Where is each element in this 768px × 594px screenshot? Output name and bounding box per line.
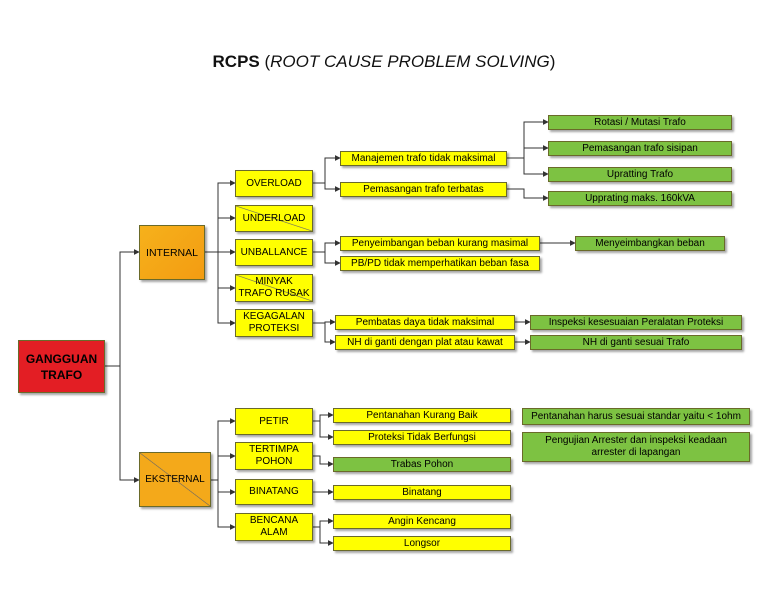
cause-binatang: BINATANG: [235, 479, 313, 505]
reason-pembatas-daya: Pembatas daya tidak maksimal: [335, 315, 515, 330]
solution-menyeimbangkan-beban: Menyeimbangkan beban: [575, 236, 725, 251]
reason-longsor: Longsor: [333, 536, 511, 551]
reason-binatang: Binatang: [333, 485, 511, 500]
solution-rotasi-mutasi: Rotasi / Mutasi Trafo: [548, 115, 732, 130]
reason-pbpd-beban-fasa: PB/PD tidak memperhatikan beban fasa: [340, 256, 540, 271]
reason-pemasangan-trafo: Pemasangan trafo terbatas: [340, 182, 507, 197]
cause-overload: OVERLOAD: [235, 170, 313, 197]
reason-penyeimbangan-beban: Penyeimbangan beban kurang masimal: [340, 236, 540, 251]
internal-group-box: INTERNAL: [139, 225, 205, 280]
solution-pentanahan-standar: Pentanahan harus sesuai standar yaitu < …: [522, 408, 750, 425]
reason-pentanahan-kurang-baik: Pentanahan Kurang Baik: [333, 408, 511, 423]
cause-minyak-trafo-rusak: MINYAK TRAFO RUSAK: [235, 274, 313, 302]
reason-nh-diganti-plat: NH di ganti dengan plat atau kawat: [335, 335, 515, 350]
cause-tertimpa-pohon: TERTIMPA POHON: [235, 442, 313, 470]
reason-proteksi-tidak-berfungsi: Proteksi Tidak Berfungsi: [333, 430, 511, 445]
cause-petir: PETIR: [235, 408, 313, 435]
solution-pengujian-arrester: Pengujian Arrester dan inspeksi keadaan …: [522, 432, 750, 462]
reason-trabas-pohon: Trabas Pohon: [333, 457, 511, 472]
root-box: GANGGUAN TRAFO: [18, 340, 105, 393]
diagram-title: RCPS (ROOT CAUSE PROBLEM SOLVING): [212, 52, 556, 71]
reason-manajemen-trafo: Manajemen trafo tidak maksimal: [340, 151, 507, 166]
solution-nh-sesuai-trafo: NH di ganti sesuai Trafo: [530, 335, 742, 350]
reason-angin-kencang: Angin Kencang: [333, 514, 511, 529]
cause-underload: UNDERLOAD: [235, 205, 313, 232]
solution-upratting-trafo: Upratting Trafo: [548, 167, 732, 182]
solution-inspeksi-proteksi: Inspeksi kesesuaian Peralatan Proteksi: [530, 315, 742, 330]
eksternal-group-box: EKSTERNAL: [139, 452, 211, 507]
cause-bencana-alam: BENCANA ALAM: [235, 513, 313, 541]
cause-kegagalan-proteksi: KEGAGALAN PROTEKSI: [235, 309, 313, 337]
solution-pemasangan-sisipan: Pemasangan trafo sisipan: [548, 141, 732, 156]
cause-unballance: UNBALLANCE: [235, 239, 313, 266]
solution-upprating-maks: Upprating maks. 160kVA: [548, 191, 732, 206]
